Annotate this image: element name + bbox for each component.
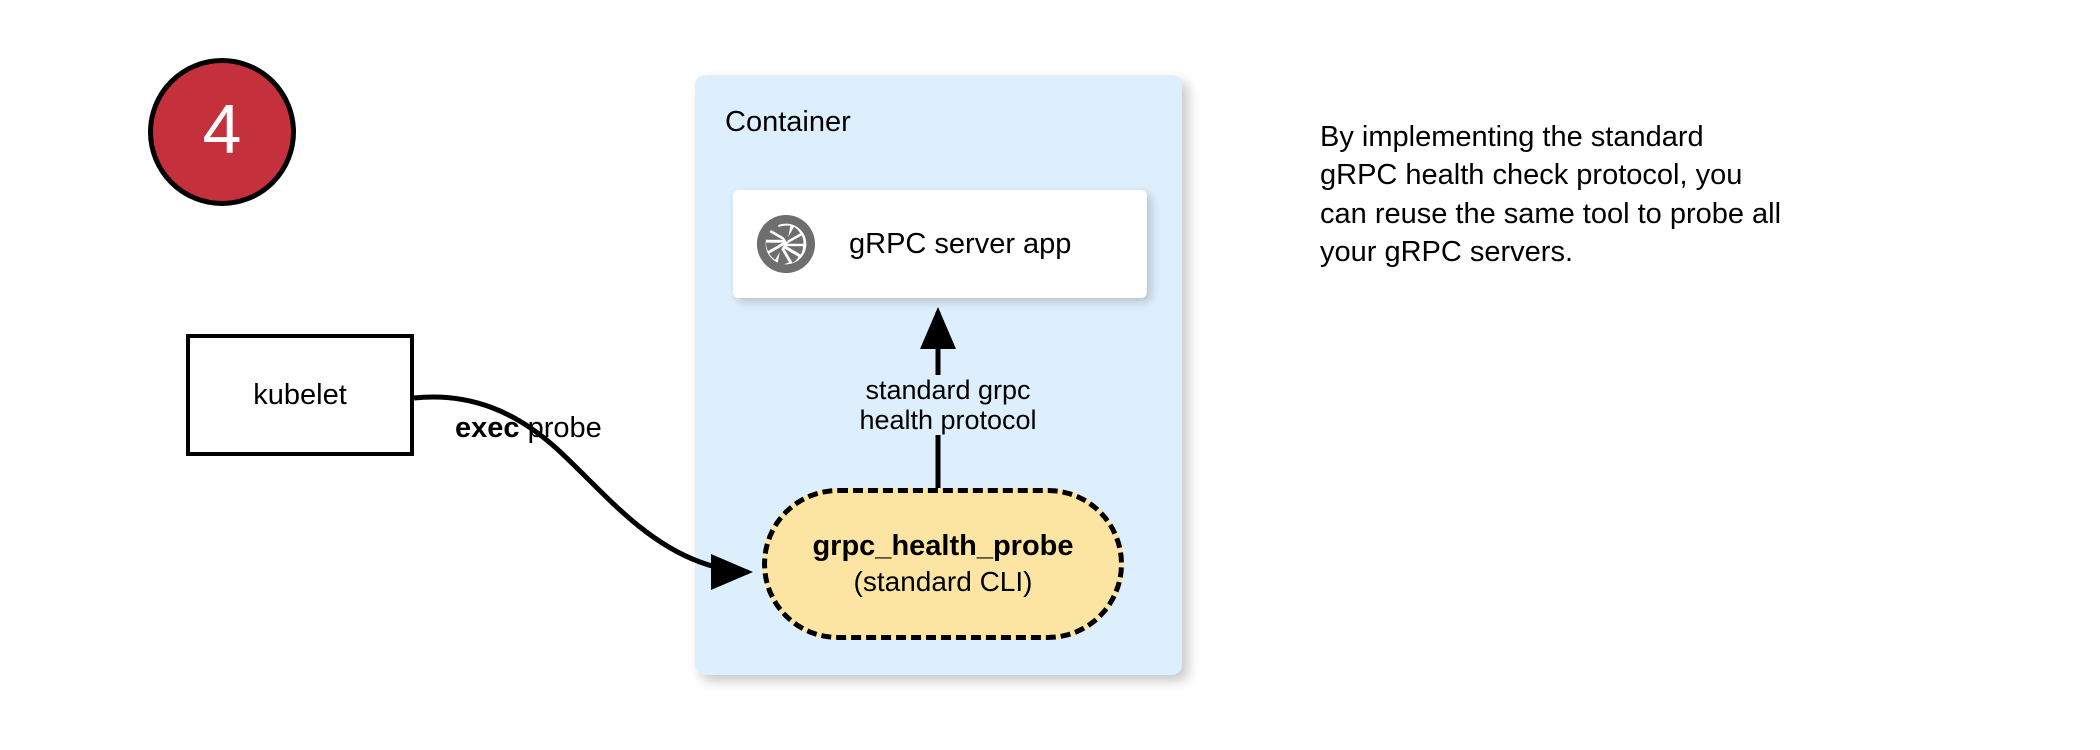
exec-probe-rest-word: probe [519,412,602,444]
step-number-badge: 4 [148,58,296,206]
grpc-health-probe-node: grpc_health_probe (standard CLI) [762,488,1124,640]
kubelet-label: kubelet [253,378,347,411]
protocol-edge-label: standard grpc health protocol [833,375,1063,436]
protocol-edge-label-text: standard grpc health protocol [859,375,1037,436]
kubelet-box: kubelet [186,334,414,456]
container-title: Container [725,106,851,138]
annotation-text: By implementing the standard gRPC health… [1320,121,1782,268]
step-number-label: 4 [202,90,242,168]
grpc-health-probe-subtitle: (standard CLI) [853,565,1033,597]
exec-probe-edge-label: exec probe [455,414,602,443]
grpc-server-app-label: gRPC server app [849,227,1072,260]
grpc-health-probe-title: grpc_health_probe [812,530,1074,563]
exec-probe-bold-word: exec [455,412,520,444]
grpc-aperture-icon [756,214,816,274]
grpc-server-app-card: gRPC server app [733,190,1147,298]
